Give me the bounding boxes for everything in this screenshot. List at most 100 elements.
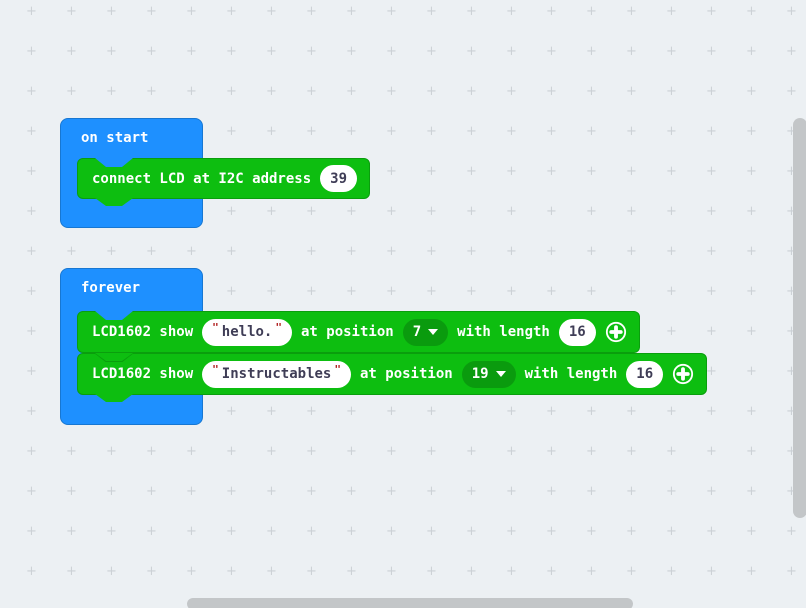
grid-cross: + xyxy=(786,44,797,59)
grid-cross: + xyxy=(666,44,677,59)
grid-cross: + xyxy=(26,404,37,419)
grid-cross: + xyxy=(226,284,237,299)
plus-circle-icon[interactable] xyxy=(605,321,627,343)
grid-cross: + xyxy=(746,364,757,379)
grid-cross: + xyxy=(306,44,317,59)
grid-cross: + xyxy=(226,124,237,139)
grid-cross: + xyxy=(626,284,637,299)
grid-cross: + xyxy=(746,404,757,419)
position-dropdown[interactable]: 7 xyxy=(402,318,449,346)
grid-cross: + xyxy=(146,564,157,579)
grid-cross: + xyxy=(506,444,517,459)
grid-cross: + xyxy=(666,84,677,99)
grid-cross: + xyxy=(626,524,637,539)
grid-cross: + xyxy=(666,524,677,539)
block-notch xyxy=(95,353,133,361)
block-connect-lcd[interactable]: connect LCD at I2C address 39 xyxy=(77,158,371,206)
grid-cross: + xyxy=(666,284,677,299)
position-dropdown[interactable]: 19 xyxy=(461,360,516,388)
grid-cross: + xyxy=(666,124,677,139)
grid-cross: + xyxy=(306,484,317,499)
grid-cross: + xyxy=(226,444,237,459)
grid-cross: + xyxy=(26,84,37,99)
length-input[interactable]: 16 xyxy=(626,360,664,388)
grid-cross: + xyxy=(546,4,557,19)
lcd-show-label: LCD1602 show xyxy=(92,324,194,340)
grid-cross: + xyxy=(306,444,317,459)
grid-cross: + xyxy=(546,164,557,179)
block-lcd-show-hello[interactable]: LCD1602 show " hello. " at position 7 wi… xyxy=(77,311,640,353)
length-input[interactable]: 16 xyxy=(558,318,596,346)
grid-cross: + xyxy=(26,524,37,539)
grid-cross: + xyxy=(66,44,77,59)
grid-cross: + xyxy=(266,204,277,219)
grid-cross: + xyxy=(706,404,717,419)
grid-cross: + xyxy=(466,564,477,579)
block-notch xyxy=(95,158,133,167)
grid-cross: + xyxy=(426,44,437,59)
grid-cross: + xyxy=(586,444,597,459)
block-forever-label: forever xyxy=(81,280,141,296)
grid-cross: + xyxy=(66,4,77,19)
grid-cross: + xyxy=(786,164,797,179)
grid-cross: + xyxy=(26,564,37,579)
grid-cross: + xyxy=(626,484,637,499)
grid-cross: + xyxy=(266,244,277,259)
grid-cross: + xyxy=(386,4,397,19)
grid-cross: + xyxy=(466,244,477,259)
grid-cross: + xyxy=(186,84,197,99)
grid-cross: + xyxy=(26,44,37,59)
grid-cross: + xyxy=(626,564,637,579)
grid-cross: + xyxy=(506,4,517,19)
grid-cross: + xyxy=(106,4,117,19)
grid-cross: + xyxy=(506,404,517,419)
grid-cross: + xyxy=(26,284,37,299)
grid-cross: + xyxy=(546,444,557,459)
at-position-label: at position xyxy=(300,324,394,340)
grid-cross: + xyxy=(386,124,397,139)
show-text-input[interactable]: " hello. " xyxy=(202,318,292,346)
grid-cross: + xyxy=(346,84,357,99)
grid-cross: + xyxy=(706,164,717,179)
grid-cross: + xyxy=(546,564,557,579)
grid-cross: + xyxy=(746,124,757,139)
block-tab xyxy=(95,394,133,402)
grid-cross: + xyxy=(386,524,397,539)
grid-cross: + xyxy=(586,524,597,539)
grid-cross: + xyxy=(546,244,557,259)
i2c-address-input[interactable]: 39 xyxy=(320,165,358,192)
grid-cross: + xyxy=(786,404,797,419)
grid-cross: + xyxy=(26,484,37,499)
grid-cross: + xyxy=(786,244,797,259)
grid-cross: + xyxy=(346,564,357,579)
position-dropdown-value: 7 xyxy=(412,324,422,340)
grid-cross: + xyxy=(146,244,157,259)
grid-cross: + xyxy=(266,524,277,539)
grid-cross: + xyxy=(626,204,637,219)
block-lcd-show-instructables[interactable]: LCD1602 show " Instructables " at positi… xyxy=(77,353,708,402)
grid-cross: + xyxy=(786,484,797,499)
grid-cross: + xyxy=(706,124,717,139)
grid-cross: + xyxy=(546,124,557,139)
quote-mark: " xyxy=(212,320,219,334)
show-text-input[interactable]: " Instructables " xyxy=(202,360,351,388)
grid-cross: + xyxy=(266,124,277,139)
grid-cross: + xyxy=(666,564,677,579)
grid-cross: + xyxy=(626,4,637,19)
vertical-scrollbar[interactable] xyxy=(793,118,806,518)
grid-cross: + xyxy=(266,484,277,499)
grid-cross: + xyxy=(66,524,77,539)
grid-cross: + xyxy=(66,484,77,499)
grid-cross: + xyxy=(106,524,117,539)
plus-circle-icon[interactable] xyxy=(672,363,694,385)
grid-cross: + xyxy=(506,524,517,539)
grid-cross: + xyxy=(466,84,477,99)
horizontal-scrollbar[interactable] xyxy=(187,598,633,608)
grid-cross: + xyxy=(506,44,517,59)
grid-cross: + xyxy=(106,444,117,459)
grid-cross: + xyxy=(586,44,597,59)
grid-cross: + xyxy=(26,324,37,339)
grid-cross: + xyxy=(266,4,277,19)
grid-cross: + xyxy=(346,4,357,19)
